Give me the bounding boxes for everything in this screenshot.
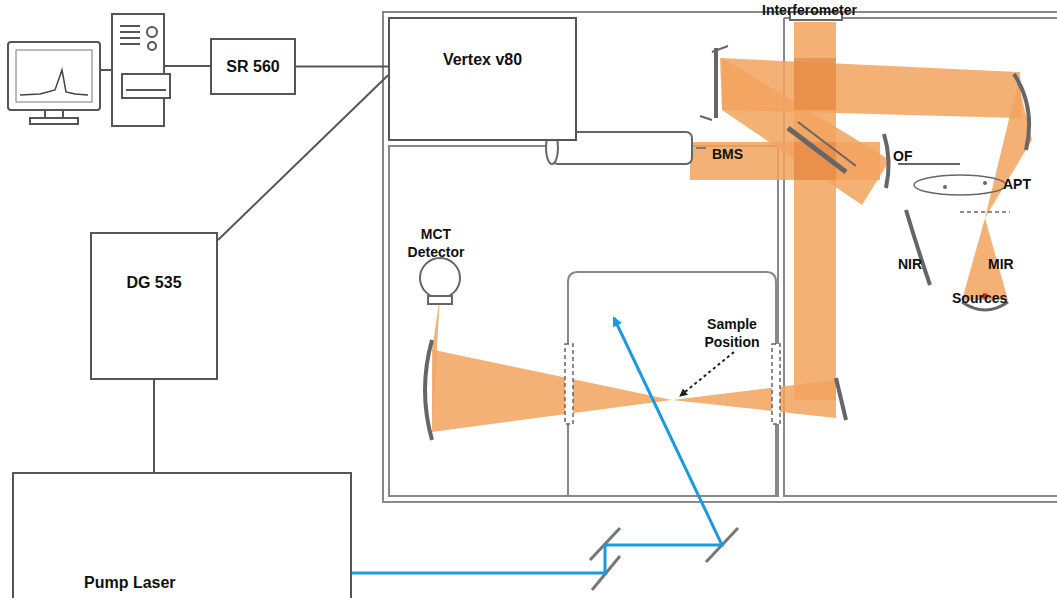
instrument-box: DG 535 <box>90 232 218 380</box>
instrument-box: Pump Laser <box>12 472 352 598</box>
spectrometer-housing <box>383 12 1057 502</box>
part-label: Interferometer <box>762 2 857 20</box>
computer-icon <box>8 14 210 126</box>
part-label: MCT Detector <box>398 226 474 261</box>
part-label: Sources <box>952 290 1007 308</box>
pointer-line <box>680 352 734 396</box>
instrument-box: Vertex v80 <box>388 17 577 141</box>
part-label: Sample Position <box>696 316 768 351</box>
box-label: Pump Laser <box>84 574 176 592</box>
box-label: DG 535 <box>126 274 181 292</box>
box-label: SR 560 <box>226 58 279 76</box>
instrument-box: SR 560 <box>210 38 296 95</box>
part-label: NIR <box>898 256 922 274</box>
part-label: BMS <box>712 146 743 164</box>
part-label: MIR <box>988 256 1014 274</box>
signal-cable <box>153 380 155 472</box>
part-label: APT <box>1003 176 1031 194</box>
pump-beam <box>352 318 722 573</box>
pump-mirrors <box>590 528 738 590</box>
signal-cable <box>218 75 388 240</box>
signal-cable <box>296 66 388 68</box>
box-label: Vertex v80 <box>443 51 522 69</box>
part-label: OF <box>893 148 912 166</box>
